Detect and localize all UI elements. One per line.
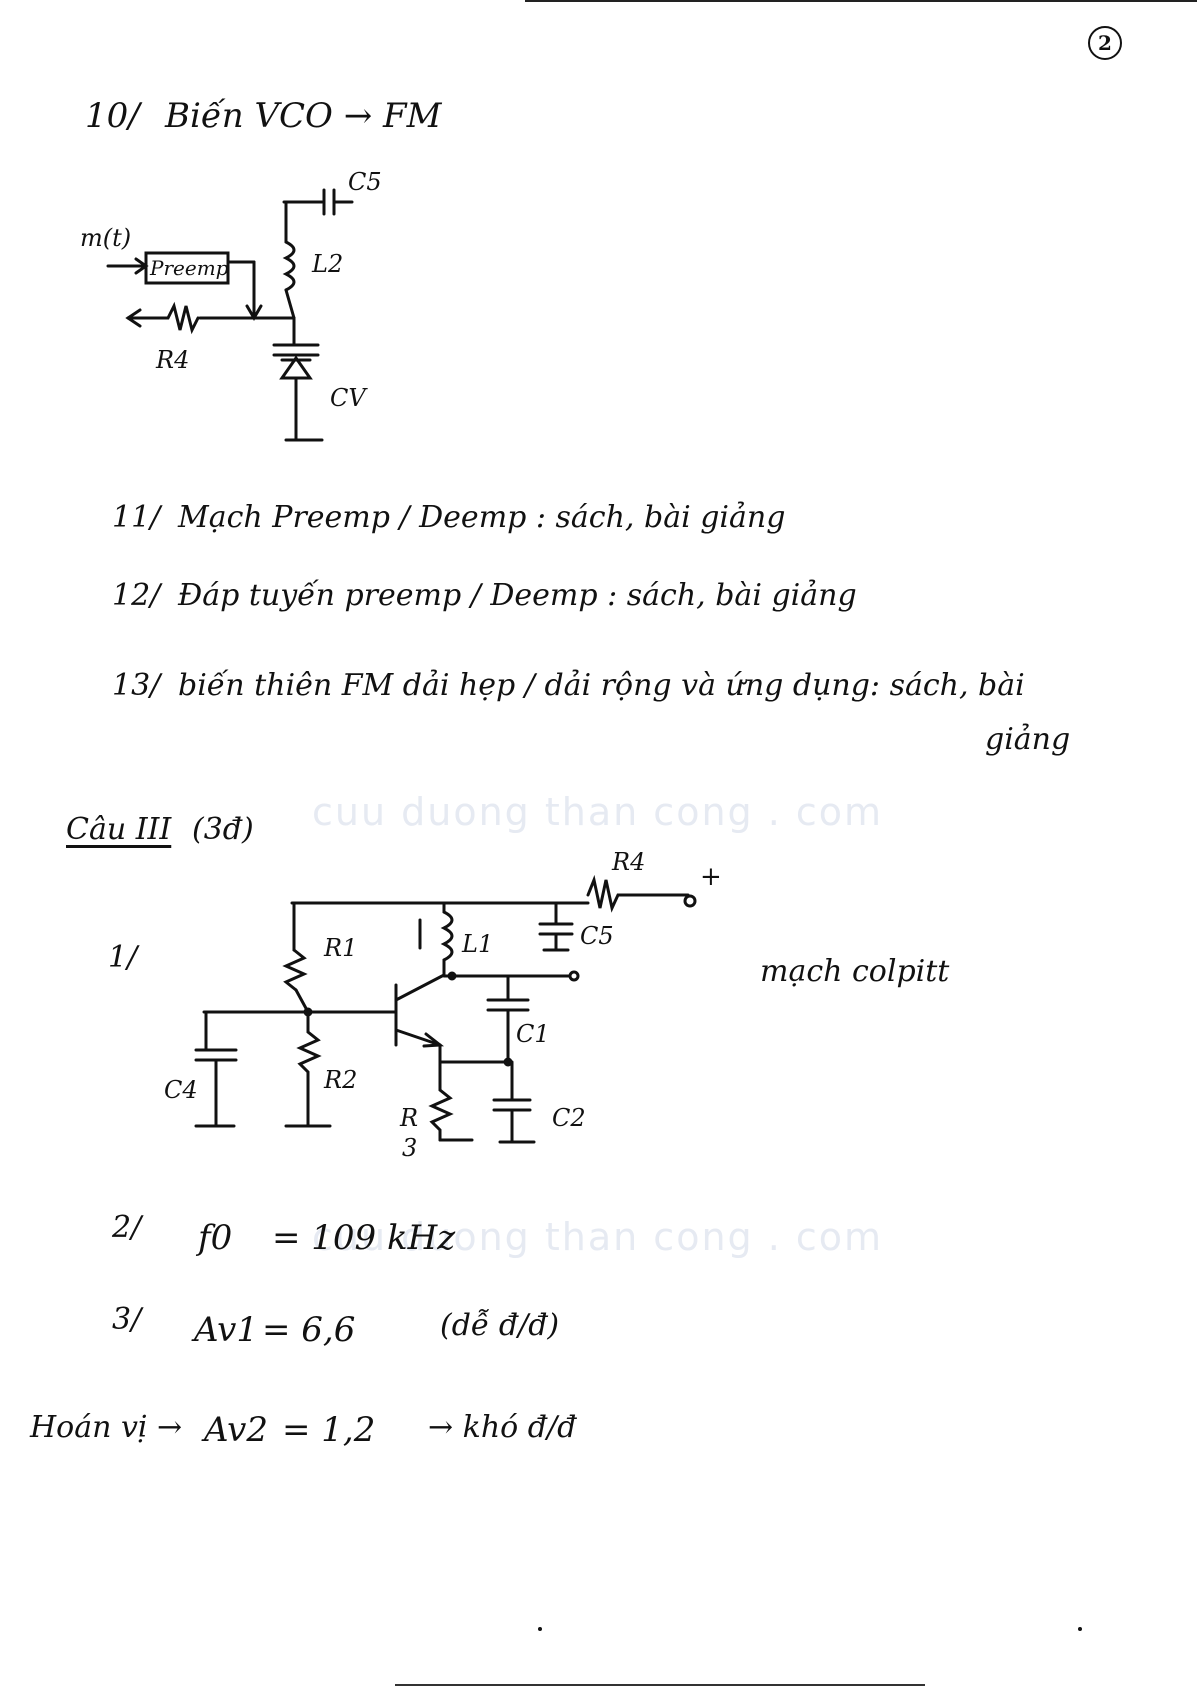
vco-label-input: m(t) [80,224,132,252]
q2-number: 2/ [112,1210,142,1245]
q4-prefix: Hoán vị → [30,1410,183,1445]
colpitts-label-c5: C5 [580,922,614,950]
colpitts-label-c2: C2 [552,1104,586,1132]
colpitts-label-l1: L1 [462,930,494,958]
colpitts-label-plus: + [700,862,722,892]
q1-number: 1/ [108,940,138,975]
colpitts-label-r3-sub: 3 [402,1134,418,1162]
cau3-title: Câu III [66,812,172,847]
item12-number: 12/ [112,578,161,613]
scan-top-edge [525,0,1197,2]
scan-bottom-edge [395,1684,925,1686]
vco-label-l2: L2 [312,250,344,278]
scan-dot [538,1627,542,1631]
item10-number: 10/ [85,96,140,136]
q4-value: = 1,2 [282,1410,376,1450]
colpitts-label-c4: C4 [164,1076,198,1104]
colpitts-label-r4: R4 [612,848,646,876]
q4-symbol: Av2 [204,1410,269,1450]
q3-note: (dễ đ/đ) [440,1308,560,1343]
q3-number: 3/ [112,1302,142,1337]
watermark-1: cuu duong than cong . com [312,790,884,834]
q2-symbol: f0 [198,1218,233,1258]
page-number: 2 [1098,31,1112,55]
vco-label-cv: CV [330,384,366,412]
item10-text: Biến VCO → FM [165,96,442,136]
scan-dot [1078,1627,1082,1631]
vco-label-r4: R4 [156,346,190,374]
item13-text-line2: giảng [985,722,1071,757]
q2-value: = 109 kHz [272,1218,456,1258]
colpitts-label-r1: R1 [324,934,358,962]
item13-text: biến thiên FM dải hẹp / dải rộng và ứng … [178,668,1025,703]
vco-label-preemp-block: Preemp [150,256,229,280]
colpitts-label-r3: R [400,1104,419,1132]
item11-text: Mạch Preemp / Deemp : sách, bài giảng [178,500,786,535]
vco-label-c5: C5 [348,168,382,196]
q1-note: mạch colpitt [760,954,950,989]
item12-text: Đáp tuyến preemp / Deemp : sách, bài giả… [178,578,857,613]
q3-value: = 6,6 [262,1310,356,1350]
watermark-2: cuu duong than cong . com [312,1215,884,1259]
page-number-badge: 2 [1088,26,1122,60]
colpitts-label-c1: C1 [516,1020,550,1048]
q3-symbol: Av1 [194,1310,259,1350]
q4-note: → khó đ/đ [428,1410,577,1445]
item11-number: 11/ [112,500,161,535]
colpitts-label-r2: R2 [324,1066,358,1094]
cau3-points: (3đ) [192,812,254,847]
item13-number: 13/ [112,668,161,703]
